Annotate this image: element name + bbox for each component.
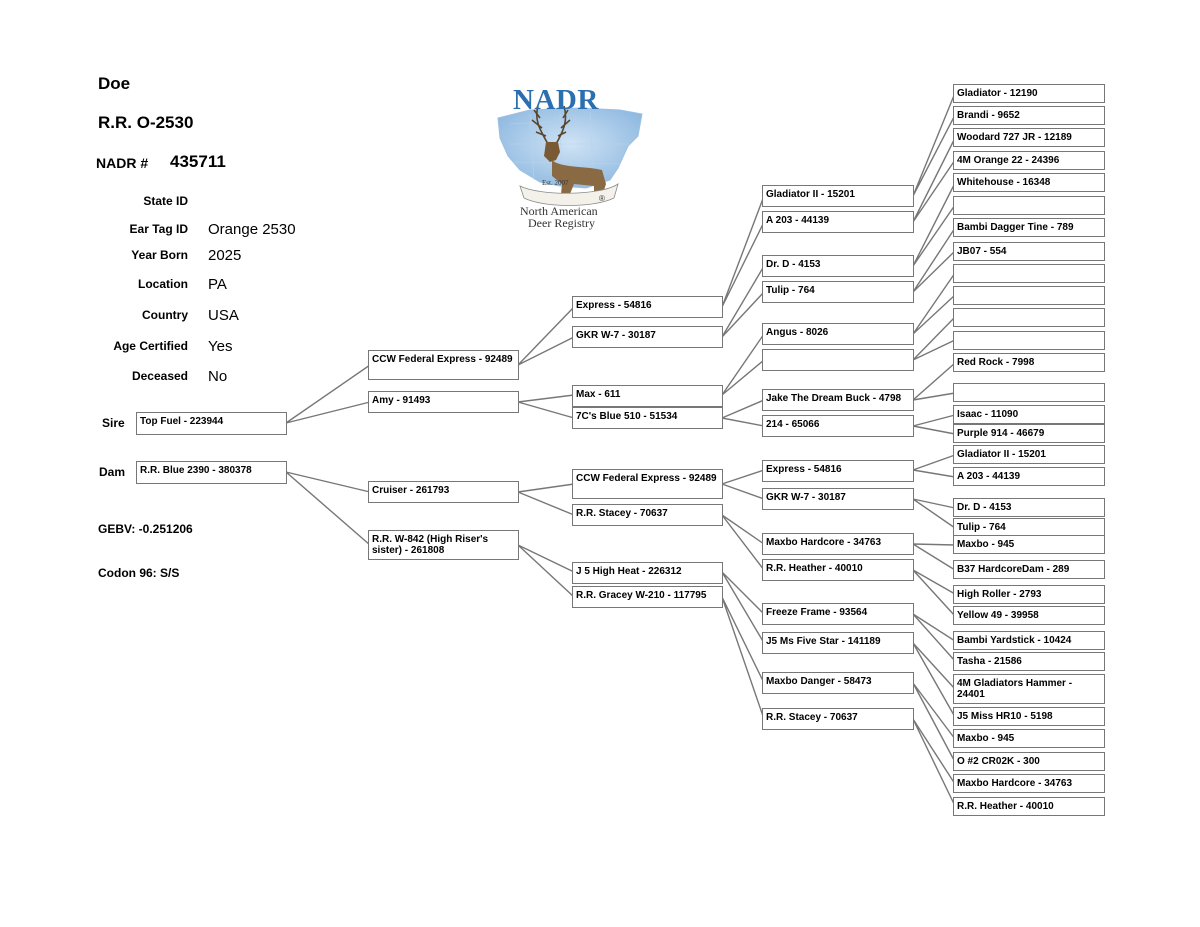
pedigree-gen5: Dr. D - 4153 (953, 498, 1105, 517)
detail-label-country: Country (142, 308, 188, 322)
sex-label: Doe (98, 74, 131, 93)
logo-title: NADR (513, 84, 599, 116)
codon-value: Codon 96: S/S (98, 566, 180, 580)
nadr-number: 435711 (170, 152, 226, 171)
pedigree-gen5: J5 Miss HR10 - 5198 (953, 707, 1105, 726)
pedigree-gen5 (953, 264, 1105, 283)
pedigree-gen5: R.R. Heather - 40010 (953, 797, 1105, 816)
pedigree-gen3: Max - 611 (572, 385, 723, 407)
nadr-label: NADR # (96, 155, 149, 171)
nadr-logo: NADR Est. 2007 ® North American Deer Reg… (490, 84, 650, 234)
logo-est: Est. 2007 (542, 179, 569, 187)
pedigree-gen4: R.R. Stacey - 70637 (762, 708, 914, 730)
pedigree-gen2: CCW Federal Express - 92489 (368, 350, 519, 380)
pedigree-gen4: A 203 - 44139 (762, 211, 914, 233)
pedigree-dam: R.R. Blue 2390 - 380378 (136, 461, 287, 484)
pedigree-gen4: Gladiator II - 15201 (762, 185, 914, 207)
pedigree-gen3: CCW Federal Express - 92489 (572, 469, 723, 499)
pedigree-gen2: Amy - 91493 (368, 391, 519, 413)
pedigree-gen5: Isaac - 11090 (953, 405, 1105, 424)
pedigree-gen5 (953, 383, 1105, 402)
pedigree-gen4: Maxbo Danger - 58473 (762, 672, 914, 694)
pedigree-gen5: O #2 CR02K - 300 (953, 752, 1105, 771)
detail-value-country: USA (208, 307, 239, 324)
pedigree-gen5: High Roller - 2793 (953, 585, 1105, 604)
pedigree-gen5: Gladiator II - 15201 (953, 445, 1105, 464)
pedigree-gen4: 214 - 65066 (762, 415, 914, 437)
pedigree-gen3: R.R. Gracey W-210 - 117795 (572, 586, 723, 608)
pedigree-gen5: Maxbo - 945 (953, 729, 1105, 748)
pedigree-gen2: R.R. W-842 (High Riser's sister) - 26180… (368, 530, 519, 560)
pedigree-gen5: JB07 - 554 (953, 242, 1105, 261)
pedigree-gen4: Freeze Frame - 93564 (762, 603, 914, 625)
pedigree-gen5: Bambi Dagger Tine - 789 (953, 218, 1105, 237)
pedigree-gen3: R.R. Stacey - 70637 (572, 504, 723, 526)
pedigree-gen4: GKR W-7 - 30187 (762, 488, 914, 510)
detail-value-location: PA (208, 276, 227, 293)
pedigree-gen5: A 203 - 44139 (953, 467, 1105, 486)
pedigree-gen5 (953, 196, 1105, 215)
pedigree-gen5: Yellow 49 - 39958 (953, 606, 1105, 625)
gebv-value: GEBV: -0.251206 (98, 522, 193, 536)
detail-label-year-born: Year Born (131, 248, 188, 262)
pedigree-gen5: Purple 914 - 46679 (953, 424, 1105, 443)
logo-subtitle-line2: Deer Registry (528, 216, 595, 230)
pedigree-gen4: J5 Ms Five Star - 141189 (762, 632, 914, 654)
antlers-icon (531, 105, 571, 145)
detail-label-ear-tag: Ear Tag ID (129, 222, 188, 236)
pedigree-gen5: 4M Orange 22 - 24396 (953, 151, 1105, 170)
detail-value-deceased: No (208, 368, 228, 385)
pedigree-gen5: Maxbo - 945 (953, 535, 1105, 554)
pedigree-gen5: Woodard 727 JR - 12189 (953, 128, 1105, 147)
detail-value-age-certified: Yes (208, 338, 233, 355)
detail-label-state-id: State ID (143, 194, 188, 208)
pedigree-gen4: R.R. Heather - 40010 (762, 559, 914, 581)
deer-map-emblem (497, 105, 643, 206)
pedigree-gen5 (953, 308, 1105, 327)
pedigree-gen2: Cruiser - 261793 (368, 481, 519, 503)
pedigree-gen4: Dr. D - 4153 (762, 255, 914, 277)
pedigree-gen5: B37 HardcoreDam - 289 (953, 560, 1105, 579)
pedigree-gen5: Brandi - 9652 (953, 106, 1105, 125)
sire-label: Sire (102, 416, 125, 430)
pedigree-gen4: Tulip - 764 (762, 281, 914, 303)
pedigree-gen3: Express - 54816 (572, 296, 723, 318)
detail-value-year-born: 2025 (208, 247, 242, 264)
pedigree-gen3: GKR W-7 - 30187 (572, 326, 723, 348)
pedigree-gen5: Red Rock - 7998 (953, 353, 1105, 372)
pedigree-gen5: Bambi Yardstick - 10424 (953, 631, 1105, 650)
pedigree-gen4: Maxbo Hardcore - 34763 (762, 533, 914, 555)
pedigree-sire: Top Fuel - 223944 (136, 412, 287, 435)
pedigree-gen3: 7C's Blue 510 - 51534 (572, 407, 723, 429)
animal-name: R.R. O-2530 (98, 113, 194, 132)
pedigree-gen5 (953, 286, 1105, 305)
detail-label-location: Location (138, 277, 188, 291)
pedigree-gen5 (953, 331, 1105, 350)
pedigree-gen5: 4M Gladiators Hammer - 24401 (953, 674, 1105, 704)
detail-label-age-certified: Age Certified (113, 339, 188, 353)
pedigree-gen4: Jake The Dream Buck - 4798 (762, 389, 914, 411)
pedigree-gen5: Tasha - 21586 (953, 652, 1105, 671)
pedigree-gen5: Maxbo Hardcore - 34763 (953, 774, 1105, 793)
pedigree-gen4: Angus - 8026 (762, 323, 914, 345)
pedigree-gen4 (762, 349, 914, 371)
detail-label-deceased: Deceased (131, 369, 188, 383)
logo-subtitle-line1: North American (520, 204, 598, 218)
logo-registered: ® (599, 194, 605, 203)
dam-label: Dam (99, 465, 126, 479)
pedigree-gen5: Gladiator - 12190 (953, 84, 1105, 103)
pedigree-gen4: Express - 54816 (762, 460, 914, 482)
pedigree-gen5: Whitehouse - 16348 (953, 173, 1105, 192)
pedigree-gen3: J 5 High Heat - 226312 (572, 562, 723, 584)
detail-value-ear-tag: Orange 2530 (208, 221, 296, 238)
